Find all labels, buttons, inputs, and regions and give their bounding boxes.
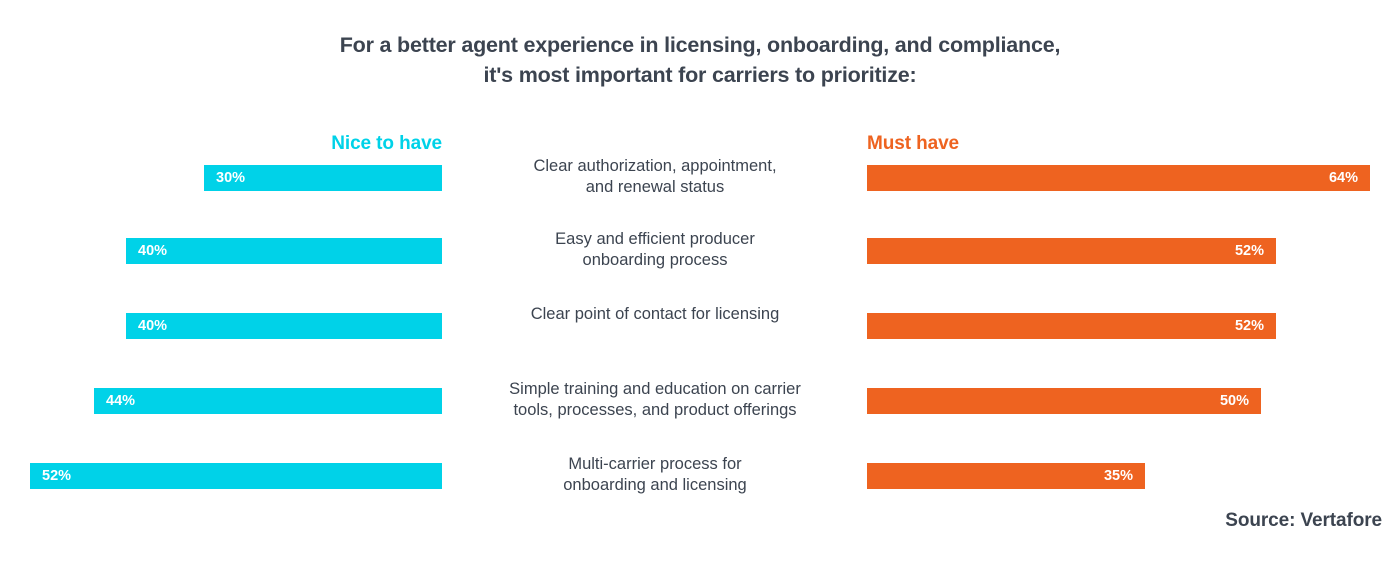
- must-have-value-label: 35%: [1103, 467, 1133, 484]
- nice-to-have-bar[interactable]: 52%: [30, 463, 442, 489]
- must-have-bar[interactable]: 64%: [867, 165, 1370, 191]
- category-label: Clear point of contact for licensing: [455, 304, 855, 325]
- nice-to-have-value-label: 44%: [106, 392, 136, 409]
- nice-to-have-value-label: 40%: [138, 317, 168, 334]
- legend-label-nice-to-have: Nice to have: [331, 133, 442, 154]
- nice-to-have-bar[interactable]: 44%: [94, 388, 442, 414]
- category-label-line-1: Easy and efficient producer: [555, 230, 755, 248]
- bar-row: 44% Simple training and education on carr…: [0, 380, 1400, 463]
- must-have-bar-track: 35%: [867, 463, 1377, 489]
- category-label-line-2: and renewal status: [585, 178, 725, 196]
- must-have-value-label: 52%: [1234, 242, 1264, 259]
- chart-title-line-1: For a better agent experience in licensi…: [339, 33, 1061, 57]
- nice-to-have-value-label: 40%: [138, 242, 168, 259]
- legend-label-must-have: Must have: [867, 133, 960, 154]
- category-label-line-2: onboarding and licensing: [563, 476, 747, 494]
- category-label: Simple training and education on carrier…: [455, 379, 855, 421]
- bar-row: 30% Clear authorization, appointment, and …: [0, 157, 1400, 240]
- category-label: Clear authorization, appointment, and ren…: [455, 156, 855, 198]
- chart-title: For a better agent experience in licensi…: [0, 30, 1400, 90]
- category-label-line-1: Clear authorization, appointment,: [533, 157, 777, 175]
- must-have-bar[interactable]: 52%: [867, 238, 1276, 264]
- nice-to-have-value-label: 52%: [42, 467, 72, 484]
- must-have-bar[interactable]: 35%: [867, 463, 1145, 489]
- bar-row: 40% Easy and efficient producer onboarding…: [0, 230, 1400, 313]
- category-label-line-1: Clear point of contact for licensing: [530, 305, 780, 323]
- nice-to-have-bar-track: 40%: [0, 313, 442, 339]
- must-have-bar-track: 50%: [867, 388, 1377, 414]
- category-label-line-1: Multi-carrier process for: [568, 455, 742, 473]
- nice-to-have-bar-track: 40%: [0, 238, 442, 264]
- must-have-bar-track: 52%: [867, 238, 1377, 264]
- bar-row: 52% Multi-carrier process for onboarding a…: [0, 455, 1400, 538]
- category-label-line-1: Simple training and education on carrier: [509, 380, 801, 398]
- must-have-bar-track: 52%: [867, 313, 1377, 339]
- must-have-value-label: 64%: [1328, 169, 1358, 186]
- nice-to-have-value-label: 30%: [216, 169, 246, 186]
- nice-to-have-bar-track: 30%: [0, 165, 442, 191]
- category-label-line-2: onboarding process: [582, 251, 728, 269]
- nice-to-have-bar[interactable]: 40%: [126, 313, 442, 339]
- must-have-bar[interactable]: 50%: [867, 388, 1261, 414]
- chart-title-line-2: it's most important for carriers to prio…: [483, 63, 917, 87]
- must-have-bar-track: 64%: [867, 165, 1377, 191]
- must-have-bar[interactable]: 52%: [867, 313, 1276, 339]
- nice-to-have-bar-track: 44%: [0, 388, 442, 414]
- bar-row: 40% Clear point of contact for licensing 5…: [0, 305, 1400, 388]
- nice-to-have-bar[interactable]: 40%: [126, 238, 442, 264]
- must-have-value-label: 50%: [1219, 392, 1249, 409]
- nice-to-have-bar-track: 52%: [0, 463, 442, 489]
- must-have-value-label: 52%: [1234, 317, 1264, 334]
- category-label: Easy and efficient producer onboarding pr…: [455, 229, 855, 271]
- nice-to-have-bar[interactable]: 30%: [204, 165, 442, 191]
- source-attribution: Source: Vertafore: [1225, 510, 1382, 531]
- category-label-line-2: tools, processes, and product offerings: [513, 401, 797, 419]
- category-label: Multi-carrier process for onboarding and …: [455, 454, 855, 496]
